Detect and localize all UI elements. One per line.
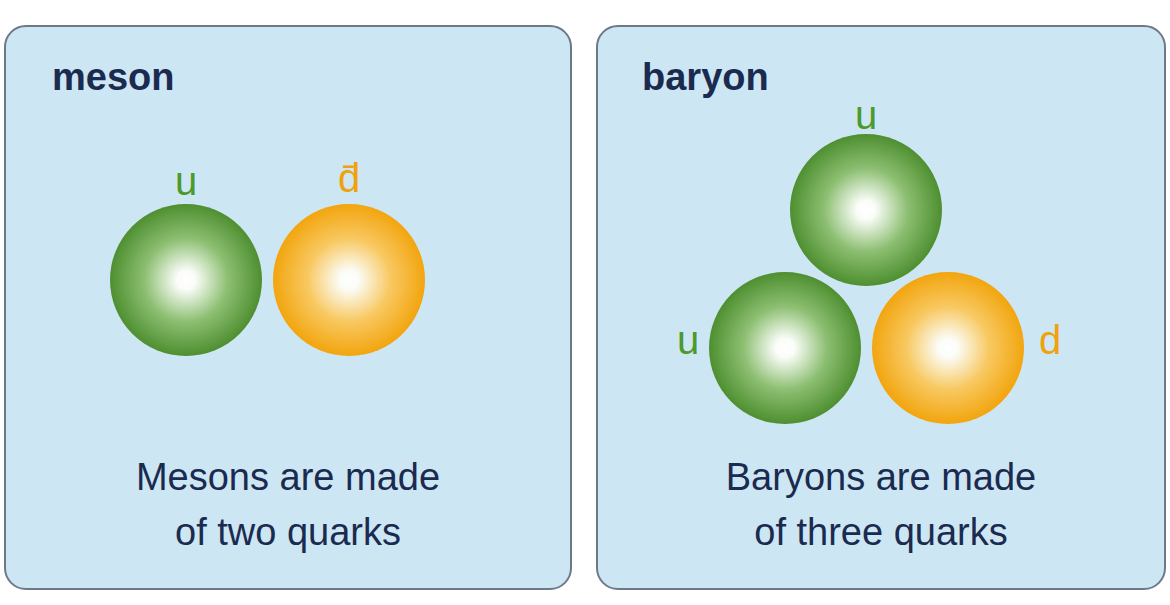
quark-shape: [273, 204, 425, 356]
hadron-panel: mesonMesons are made of two quarksud̄: [4, 25, 572, 590]
quark-circle: u: [709, 272, 861, 424]
quark-ball: [790, 134, 942, 286]
quark-shape: [110, 204, 262, 356]
quark-ball: [872, 272, 1024, 424]
quark-shape: [872, 272, 1024, 424]
quark-flavour: u: [855, 93, 877, 137]
panel-heading: meson: [52, 55, 174, 99]
quark-ball: [709, 272, 861, 424]
quark-ball: [273, 204, 425, 356]
quark-circle: u: [110, 204, 262, 356]
quark-flavour: d̄: [338, 156, 360, 200]
quark-circle: d̄: [273, 204, 425, 356]
hadron-panel: baryonBaryons are made of three quarksuu…: [596, 25, 1166, 590]
quark-flavour: u: [175, 159, 197, 203]
quark-shape: [709, 272, 861, 424]
quark-flavour: d: [1039, 318, 1061, 362]
panel-caption: Baryons are made of three quarks: [714, 450, 1049, 560]
quark-circle: u: [790, 134, 942, 286]
quark-shape: [790, 134, 942, 286]
quark-flavour: u: [677, 318, 699, 362]
panel-caption: Mesons are made of two quarks: [121, 450, 456, 560]
panel-heading: baryon: [642, 55, 769, 99]
quark-ball: [110, 204, 262, 356]
quark-circle: d: [872, 272, 1024, 424]
